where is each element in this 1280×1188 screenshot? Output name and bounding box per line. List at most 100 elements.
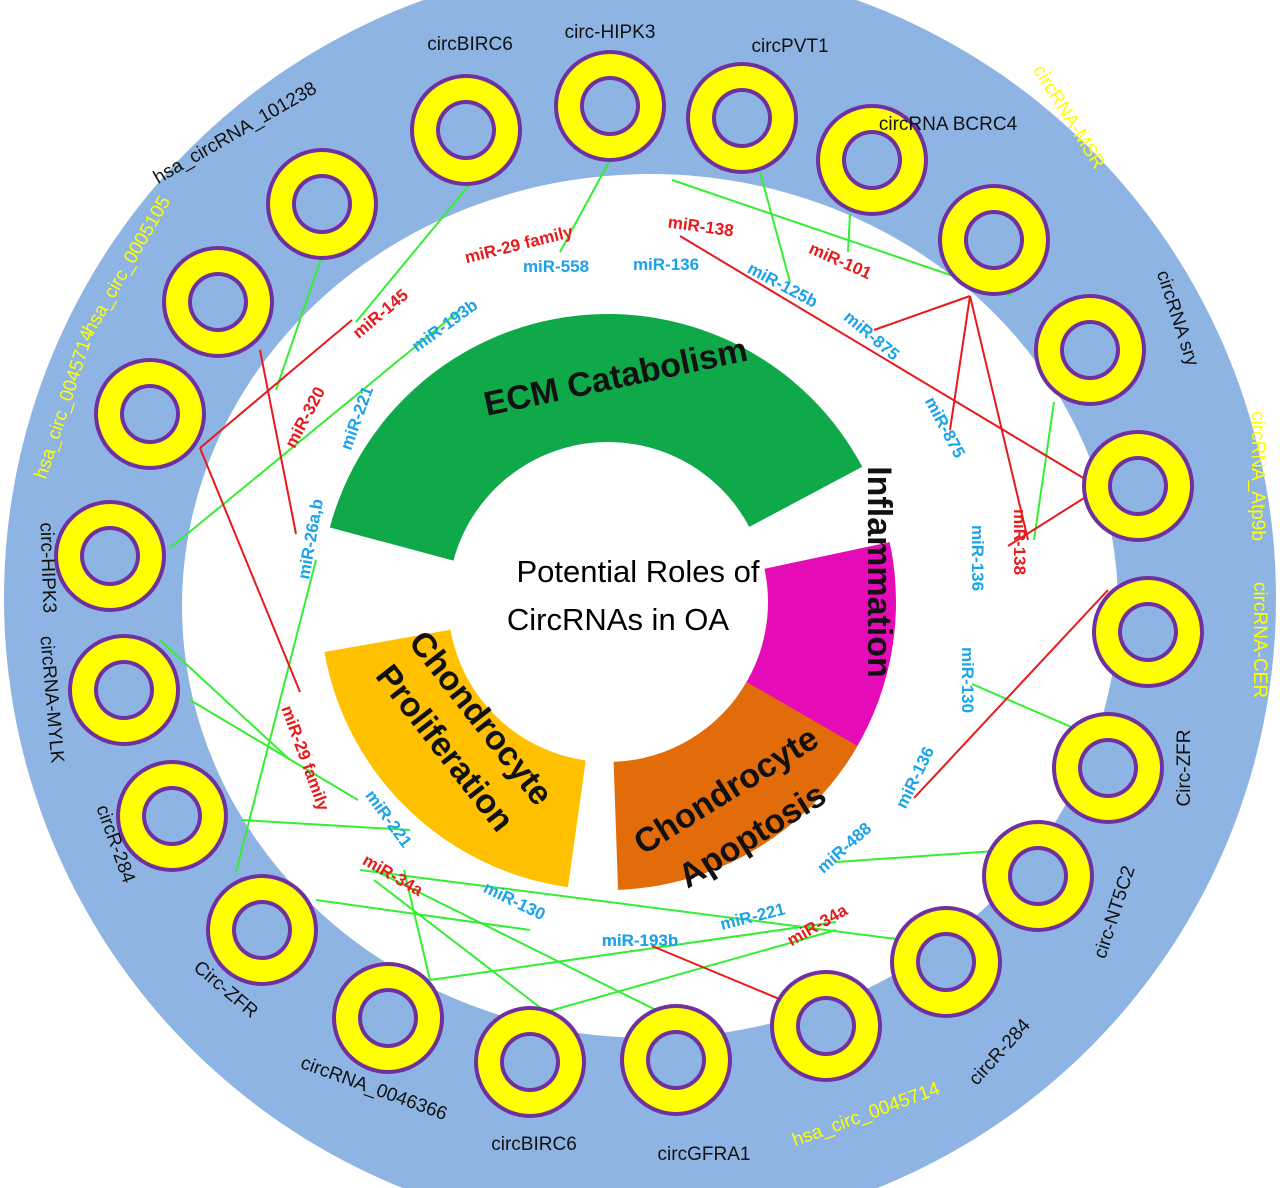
role-segments	[324, 314, 896, 890]
mirna-label: miR-558	[523, 257, 589, 276]
inhibit-line	[949, 295, 971, 431]
promote-line	[169, 309, 461, 549]
circrna-ring	[94, 358, 206, 470]
promote-line	[403, 869, 431, 981]
inhibit-line	[199, 319, 353, 449]
circrna-ring	[770, 970, 882, 1082]
inhibit-line	[913, 589, 1109, 799]
circrna-label: circRNA-CER	[1249, 582, 1270, 698]
ring-hole	[1064, 324, 1116, 376]
promote-line	[847, 213, 851, 253]
circrna-ring	[1034, 294, 1146, 406]
inhibit-line	[873, 295, 971, 331]
circrna-ring	[1052, 712, 1164, 824]
ring-hole	[920, 936, 972, 988]
ring-hole	[84, 530, 136, 582]
circrna-ring	[474, 1006, 586, 1118]
circrna-ring	[68, 634, 180, 746]
circrna-label: circGFRA1	[658, 1144, 751, 1165]
mirna-label: miR-136	[633, 255, 699, 274]
promote-line	[275, 243, 327, 391]
circrna-ring	[938, 184, 1050, 296]
circrna-label: circ-HIPK3	[565, 22, 656, 43]
ring-hole	[146, 790, 198, 842]
ring-hole	[296, 178, 348, 230]
circrna-label: circBIRC6	[427, 34, 513, 55]
inhibit-line	[259, 349, 297, 535]
promote-line	[835, 849, 1011, 863]
promote-line	[189, 699, 359, 801]
ring-hole	[236, 904, 288, 956]
promote-line	[373, 869, 661, 1013]
circrna-ring	[162, 246, 274, 358]
inhibit-line	[199, 447, 301, 693]
circrna-ring	[116, 760, 228, 872]
ring-hole	[192, 276, 244, 328]
circrna-rings	[54, 50, 1204, 1118]
circrna-label: circ-HIPK3	[35, 522, 59, 613]
promote-line	[759, 171, 791, 283]
promote-line	[241, 819, 411, 831]
center-title: Potential Roles of CircRNAs in OA	[507, 554, 760, 637]
segment-apoptosis	[613, 682, 858, 890]
ring-hole	[846, 134, 898, 186]
circrna-label: circBIRC6	[491, 1134, 577, 1155]
promote-line	[1033, 401, 1055, 541]
circrna-ring	[620, 1004, 732, 1116]
circrna-label: circRNA_Atp9b	[1247, 411, 1268, 541]
circrna-ring	[890, 906, 1002, 1018]
circrna-label: circRNA BCRC4	[879, 114, 1018, 135]
circrna-label: circPVT1	[751, 36, 828, 57]
ring-hole	[968, 214, 1020, 266]
promote-line	[559, 159, 611, 253]
promote-line	[159, 639, 291, 761]
circrna-ring	[1082, 430, 1194, 542]
promote-line	[429, 921, 837, 981]
segment-ecm	[329, 314, 863, 561]
circrna-label: Circ-ZFR	[1174, 729, 1195, 806]
circrna-ring	[410, 74, 522, 186]
mirna-label: miR-136	[968, 525, 987, 591]
circrna-ring	[982, 820, 1094, 932]
ring-hole	[504, 1036, 556, 1088]
circrna-ring	[816, 104, 928, 216]
inhibit-line	[969, 295, 1029, 541]
circrna-ring	[332, 962, 444, 1074]
circrna-ring	[266, 148, 378, 260]
inhibit-line	[679, 235, 1101, 489]
mirna-label: miR-193b	[602, 931, 679, 950]
mirna-label: miR-193b	[602, 931, 679, 950]
circrna-ring	[554, 50, 666, 162]
ring-hole	[440, 104, 492, 156]
interaction-lines	[159, 159, 1109, 1021]
mirna-label: miR-138	[1010, 509, 1029, 575]
promote-line	[355, 183, 471, 323]
promote-line	[235, 559, 317, 873]
ring-hole	[124, 388, 176, 440]
circrna-ring	[54, 500, 166, 612]
circrna-ring	[1092, 576, 1204, 688]
promote-line	[315, 899, 531, 931]
promote-line	[373, 879, 547, 1013]
center-title-line-2: CircRNAs in OA	[507, 602, 730, 637]
ring-hole	[650, 1034, 702, 1086]
ring-hole	[1082, 742, 1134, 794]
center-title-line-1: Potential Roles of	[517, 554, 760, 589]
circrna-ring	[686, 62, 798, 174]
ring-hole	[584, 80, 636, 132]
ring-hole	[1112, 460, 1164, 512]
ring-hole	[1012, 850, 1064, 902]
ring-hole	[1122, 606, 1174, 658]
ring-hole	[362, 992, 414, 1044]
segment-proliferation	[324, 629, 586, 888]
ring-hole	[98, 664, 150, 716]
promote-line	[359, 869, 905, 941]
mirna-label: miR-130	[958, 647, 977, 713]
ring-hole	[800, 1000, 852, 1052]
ring-hole	[716, 92, 768, 144]
circrna-ring	[206, 874, 318, 986]
segment-label-inflammation: Inflammation	[860, 466, 898, 678]
promote-line	[545, 929, 837, 1013]
